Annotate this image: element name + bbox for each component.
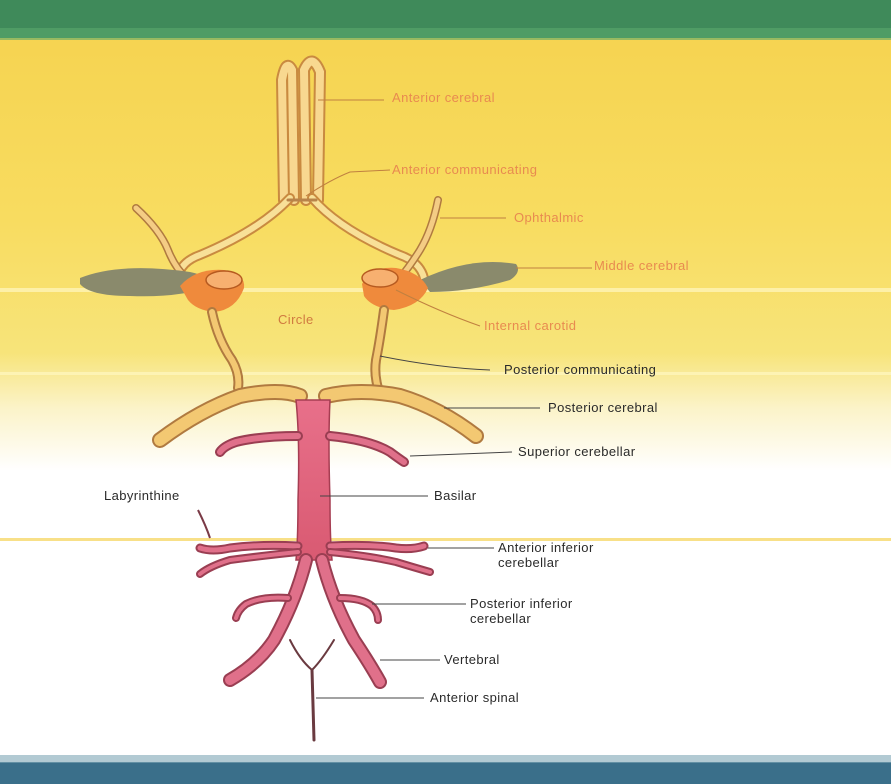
label-circle: Circle	[278, 312, 314, 327]
label-vertebral: Vertebral	[444, 652, 500, 667]
label-labyrinthine: Labyrinthine	[104, 488, 180, 503]
anterior-cerebral-artery	[282, 61, 320, 200]
label-posterior-inferior-cerebellar: Posterior inferior cerebellar	[470, 596, 640, 626]
label-posterior-cerebral: Posterior cerebral	[548, 400, 658, 415]
label-anterior-cerebral: Anterior cerebral	[392, 90, 495, 105]
label-internal-carotid: Internal carotid	[484, 318, 576, 333]
label-anterior-spinal: Anterior spinal	[430, 690, 519, 705]
basilar-artery	[296, 400, 332, 560]
label-middle-cerebral: Middle cerebral	[594, 258, 689, 273]
bottom-banner	[0, 762, 891, 784]
label-anterior-inferior-cerebellar: Anterior inferior cerebellar	[498, 540, 668, 570]
label-posterior-communicating: Posterior communicating	[504, 362, 656, 377]
label-ophthalmic: Ophthalmic	[514, 210, 584, 225]
label-anterior-communicating: Anterior communicating	[392, 162, 537, 177]
label-superior-cerebellar: Superior cerebellar	[518, 444, 635, 459]
label-basilar: Basilar	[434, 488, 477, 503]
